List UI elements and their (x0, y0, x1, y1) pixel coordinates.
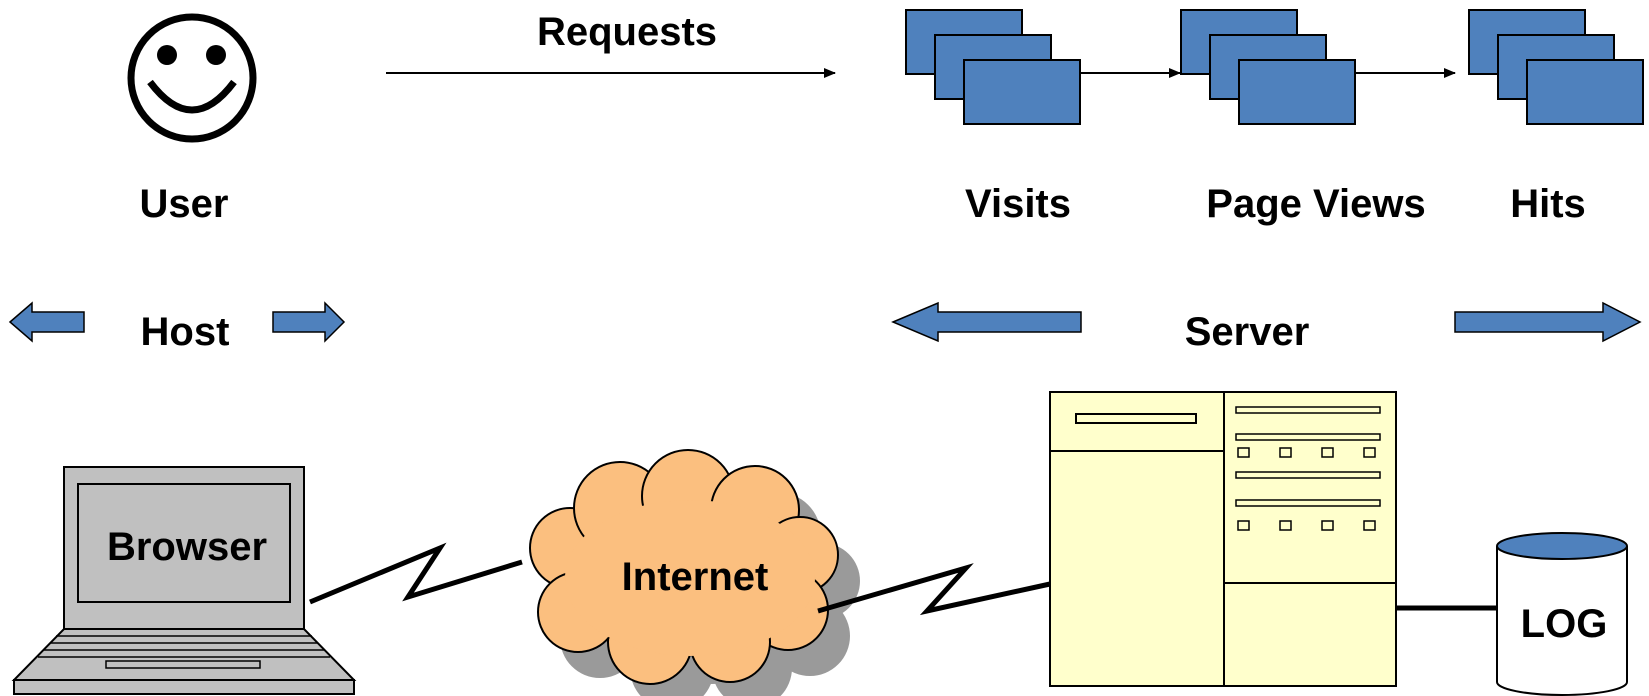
visits-stack (905, 9, 1081, 125)
laptop-internet-link (309, 542, 523, 605)
host-right-arrow (272, 301, 346, 343)
hits-stack (1468, 9, 1644, 125)
browser-label: Browser (107, 525, 267, 569)
visits-label: Visits (965, 182, 1071, 226)
laptop-icon (11, 466, 357, 695)
internet-server-link (817, 563, 1051, 616)
database-cylinder-icon (1496, 532, 1628, 696)
user-label: User (140, 182, 229, 226)
requests-label: Requests (537, 10, 717, 54)
smiley-face-icon (127, 13, 257, 143)
host-left-arrow (8, 301, 85, 343)
page-views-label: Page Views (1206, 182, 1425, 226)
log-label: LOG (1521, 602, 1608, 646)
page-views-stack (1180, 9, 1356, 125)
host-label: Host (141, 310, 230, 354)
server-left-arrow (891, 301, 1082, 343)
server-right-arrow (1454, 301, 1642, 343)
cloud-icon (529, 449, 860, 696)
internet-label: Internet (622, 555, 769, 599)
hits-label: Hits (1510, 182, 1586, 226)
server-label: Server (1185, 310, 1310, 354)
server-icon (1049, 391, 1397, 687)
